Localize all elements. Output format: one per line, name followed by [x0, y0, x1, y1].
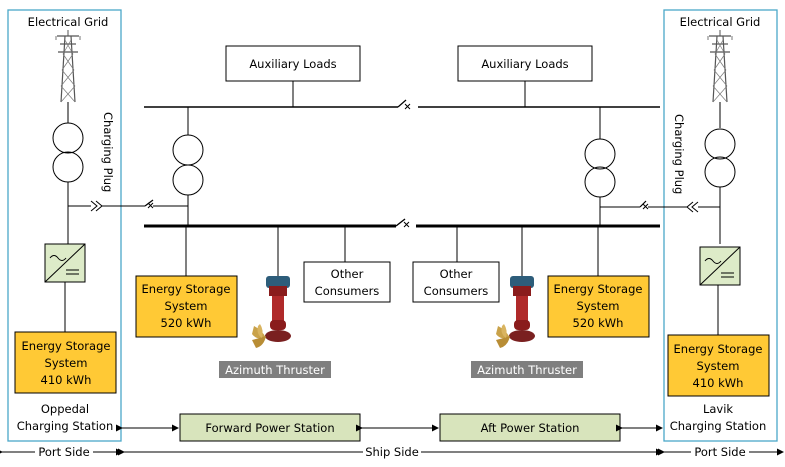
right-charging-plug-label: Charging Plug — [672, 114, 686, 194]
azimuth-thruster-right-icon — [496, 276, 535, 348]
right-charging-station-frame — [663, 9, 778, 442]
other-consumers-left-line1: Other — [331, 267, 364, 281]
left-transformer-icon — [52, 122, 84, 183]
right-pylon-icon — [707, 29, 733, 103]
aux-loads-left-box — [225, 45, 361, 82]
left-converter-icon — [44, 243, 86, 283]
ship-right-ess-line3: 520 kWh — [573, 316, 624, 330]
ship-right-ess-box — [547, 275, 650, 338]
left-station-ess-box — [14, 331, 117, 394]
ship-left-ess-line2: System — [165, 299, 208, 313]
right-station-ess-line3: 410 kWh — [693, 376, 744, 390]
left-plug-icon — [90, 200, 103, 212]
left-station-ess-line2: System — [45, 356, 88, 370]
other-consumers-left-line2: Consumers — [315, 284, 380, 298]
right-transformer-icon — [704, 128, 736, 188]
azimuth-thruster-left-label: Azimuth Thruster — [225, 363, 325, 377]
main-bus-tie-breaker-icon — [395, 218, 410, 228]
left-station-ess-line1: Energy Storage — [22, 339, 111, 353]
other-consumers-right-line1: Other — [440, 267, 473, 281]
azimuth-thruster-right-label-bg — [471, 361, 583, 378]
right-converter-icon — [699, 246, 741, 286]
forward-power-station-label: Forward Power Station — [205, 421, 334, 435]
other-consumers-left-box — [303, 261, 391, 303]
ship-left-ess-box — [135, 275, 238, 338]
aux-loads-right-label: Auxiliary Loads — [481, 57, 568, 71]
right-grid-label: Electrical Grid — [680, 15, 761, 29]
aux-loads-left-label: Auxiliary Loads — [249, 57, 336, 71]
right-station-name-line2: Charging Station — [670, 419, 767, 433]
ship-side-label: Ship Side — [365, 445, 419, 459]
left-charging-station-frame — [7, 9, 122, 442]
left-port-side-label: Port Side — [38, 445, 89, 459]
other-consumers-right-box — [412, 261, 500, 303]
right-station-ess-line1: Energy Storage — [674, 342, 763, 356]
right-station-ess-line2: System — [697, 359, 740, 373]
ship-right-ess-line1: Energy Storage — [554, 282, 643, 296]
aft-power-station-label: Aft Power Station — [481, 421, 580, 435]
right-port-side-label: Port Side — [694, 445, 745, 459]
ship-left-ess-line1: Energy Storage — [142, 282, 231, 296]
other-consumers-right-line2: Consumers — [424, 284, 489, 298]
aux-loads-right-box — [457, 45, 593, 82]
azimuth-thruster-left-label-bg — [219, 361, 331, 378]
forward-power-station-box — [179, 413, 361, 442]
aux-bus-tie-breaker-icon — [397, 99, 411, 110]
left-station-name-line2: Charging Station — [17, 419, 114, 433]
right-charging-breaker-icon — [639, 200, 649, 210]
right-plug-icon — [686, 201, 699, 213]
azimuth-thruster-left-icon — [252, 276, 291, 348]
ship-left-ess-line3: 520 kWh — [161, 316, 212, 330]
left-grid-label: Electrical Grid — [28, 15, 109, 29]
right-station-ess-box — [667, 334, 770, 397]
ship-right-transformer-icon — [584, 138, 616, 198]
left-charging-breaker-icon — [144, 199, 154, 209]
azimuth-thruster-right-label: Azimuth Thruster — [477, 363, 577, 377]
left-station-name-line1: Oppedal — [41, 402, 89, 416]
left-pylon-icon — [55, 29, 81, 103]
ship-right-ess-line2: System — [577, 299, 620, 313]
left-station-ess-line3: 410 kWh — [41, 373, 92, 387]
ship-left-transformer-icon — [172, 134, 204, 196]
right-station-name-line1: Lavik — [703, 402, 733, 416]
left-charging-plug-label: Charging Plug — [101, 112, 115, 192]
aft-power-station-box — [439, 413, 621, 442]
